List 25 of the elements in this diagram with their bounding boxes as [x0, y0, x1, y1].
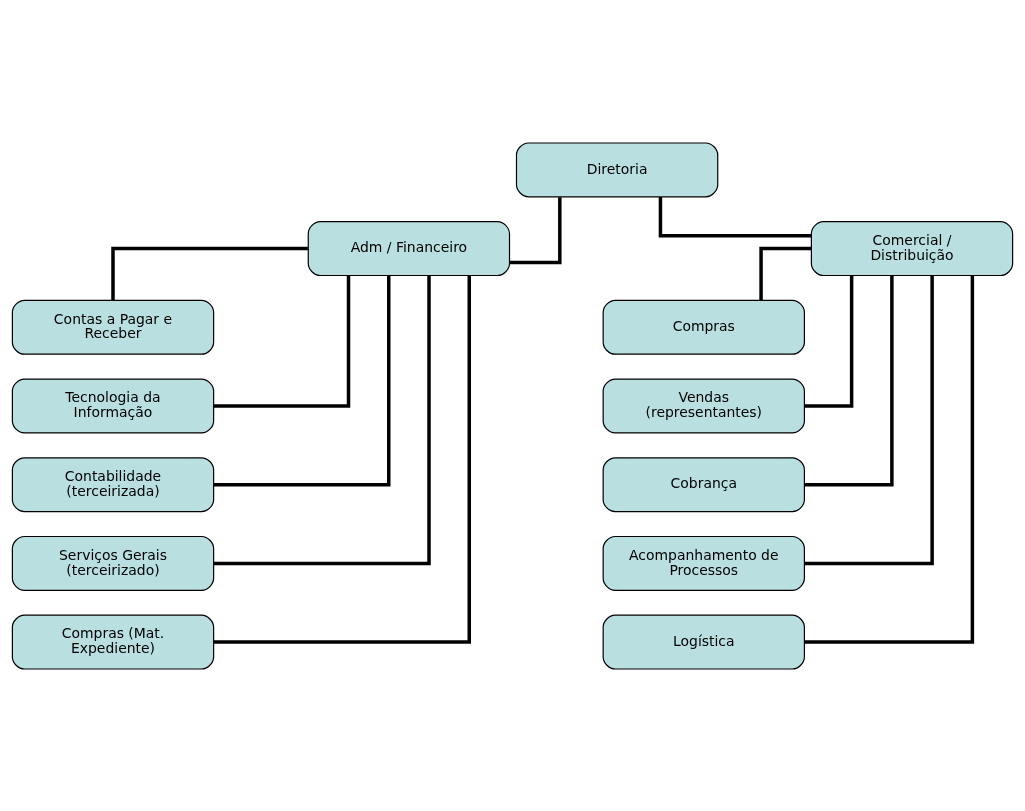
node-box: Acompanhamento de Processos: [602, 535, 805, 591]
node-box: Cobrança: [602, 456, 805, 512]
connector: [804, 275, 894, 486]
connector: [759, 246, 812, 300]
connector: [509, 196, 562, 264]
node-box: Compras: [602, 299, 805, 355]
node-box: Contabilidade (terceirizada): [11, 456, 215, 512]
node-box: Tecnologia da Informação: [11, 378, 215, 433]
connector: [213, 275, 471, 644]
node-box: Logística: [602, 614, 805, 670]
node-box: Vendas (representantes): [602, 378, 805, 433]
connector: [111, 246, 308, 300]
node-box: Compras (Mat. Expediente): [11, 614, 215, 670]
node-box: Adm / Financeiro: [307, 220, 511, 276]
connector: [213, 275, 391, 486]
connector: [213, 275, 431, 565]
connector: [658, 196, 812, 237]
node-box: Diretoria: [515, 141, 719, 197]
connector: [804, 275, 975, 644]
node-box: Comercial / Distribuição: [810, 220, 1014, 276]
node-box: Contas a Pagar e Receber: [11, 299, 215, 355]
connector: [213, 275, 351, 408]
connector: [804, 275, 854, 408]
connector: [804, 275, 934, 565]
node-box: Serviços Gerais (terceirizado): [11, 535, 215, 591]
